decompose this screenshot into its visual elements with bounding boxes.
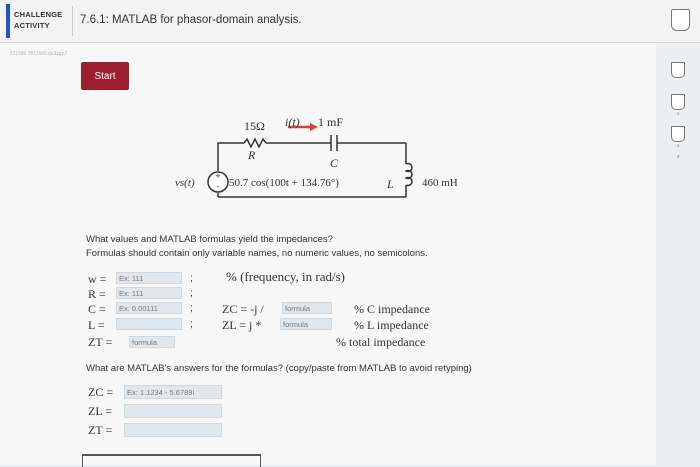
badge-line-1: CHALLENGE xyxy=(14,10,63,19)
c-semicolon: ; xyxy=(190,302,193,314)
source-expression: 50.7 cos(100t + 134.76°) xyxy=(229,177,339,189)
zc-answer-input[interactable]: Ex: 1.1234 - 5.6789i xyxy=(124,385,222,399)
zl-answer-input[interactable] xyxy=(124,404,222,418)
c-input[interactable]: Ex: 0.00111 xyxy=(116,302,182,314)
zc-formula-input[interactable]: formula xyxy=(282,302,332,314)
w-semicolon: ; xyxy=(190,272,193,284)
level-icon xyxy=(671,126,685,142)
zc-answer-label: ZC = xyxy=(88,385,114,399)
level-number: 1 xyxy=(676,111,680,116)
inductor-label: L xyxy=(387,177,394,191)
start-button[interactable]: Start xyxy=(81,62,129,90)
question1-line2: Formulas should contain only variable na… xyxy=(86,248,428,259)
inductor-value: 460 mH xyxy=(422,177,458,189)
resistor-value: 15Ω xyxy=(244,119,265,133)
level-icon xyxy=(671,94,685,110)
badge-line-2: ACTIVITY xyxy=(14,21,50,30)
activity-header: CHALLENGE ACTIVITY 7.6.1: MATLAB for pha… xyxy=(0,0,700,43)
zt-formula-label: ZT = xyxy=(88,335,113,349)
r-semicolon: ; xyxy=(190,287,193,299)
current-label: i(t) xyxy=(285,115,300,129)
zt-answer-label: ZT = xyxy=(88,423,113,437)
resistor-label: R xyxy=(248,148,256,162)
question1-line1: What values and MATLAB formulas yield th… xyxy=(86,234,333,245)
next-panel-edge xyxy=(82,454,261,467)
l-label: L = xyxy=(88,318,105,332)
source-label: vs(t) xyxy=(175,177,195,189)
svg-text:-: - xyxy=(217,181,220,191)
completion-check-icon xyxy=(671,9,690,31)
activity-title: 7.6.1: MATLAB for phasor-domain analysis… xyxy=(80,14,302,26)
question2-prompt: What are MATLAB's answers for the formul… xyxy=(86,363,472,374)
level-icon xyxy=(671,62,685,78)
r-label: R = xyxy=(88,287,106,301)
r-input[interactable]: Ex: 111 xyxy=(116,287,182,299)
zc-comment: % C impedance xyxy=(354,302,430,316)
activity-code: 511586.3511666.qx3zqy7 xyxy=(10,51,67,57)
zl-formula-input[interactable]: formula xyxy=(280,318,332,330)
zt-formula-input[interactable]: formula xyxy=(129,336,175,348)
zl-answer-label: ZL = xyxy=(88,404,112,418)
zl-formula-label: ZL = j * xyxy=(222,318,262,332)
l-semicolon: ; xyxy=(190,318,193,330)
progress-level-1 xyxy=(670,62,686,78)
w-label: w = xyxy=(88,272,107,286)
progress-level-4: 3 xyxy=(670,153,686,159)
capacitor-label: C xyxy=(330,156,339,170)
level-number: 2 xyxy=(676,143,680,148)
circuit-diagram: + - xyxy=(207,123,413,198)
w-comment: % (frequency, in rad/s) xyxy=(226,269,345,284)
activity-card xyxy=(0,43,656,465)
l-input[interactable] xyxy=(116,318,182,330)
zl-comment: % L impedance xyxy=(354,318,429,332)
level-number: 3 xyxy=(676,154,680,159)
zt-comment: % total impedance xyxy=(336,335,426,349)
progress-level-3: 2 xyxy=(670,126,686,148)
header-divider xyxy=(72,6,73,36)
w-input[interactable]: Ex: 111 xyxy=(116,272,182,284)
progress-level-2: 1 xyxy=(670,94,686,116)
zt-answer-input[interactable] xyxy=(124,423,222,437)
zc-formula-label: ZC = -j / xyxy=(222,302,264,316)
svg-text:+: + xyxy=(215,171,220,181)
accent-bar xyxy=(6,4,10,38)
c-label: C = xyxy=(88,302,106,316)
capacitor-value: 1 mF xyxy=(318,115,344,129)
challenge-activity-badge: CHALLENGE ACTIVITY xyxy=(14,9,62,31)
